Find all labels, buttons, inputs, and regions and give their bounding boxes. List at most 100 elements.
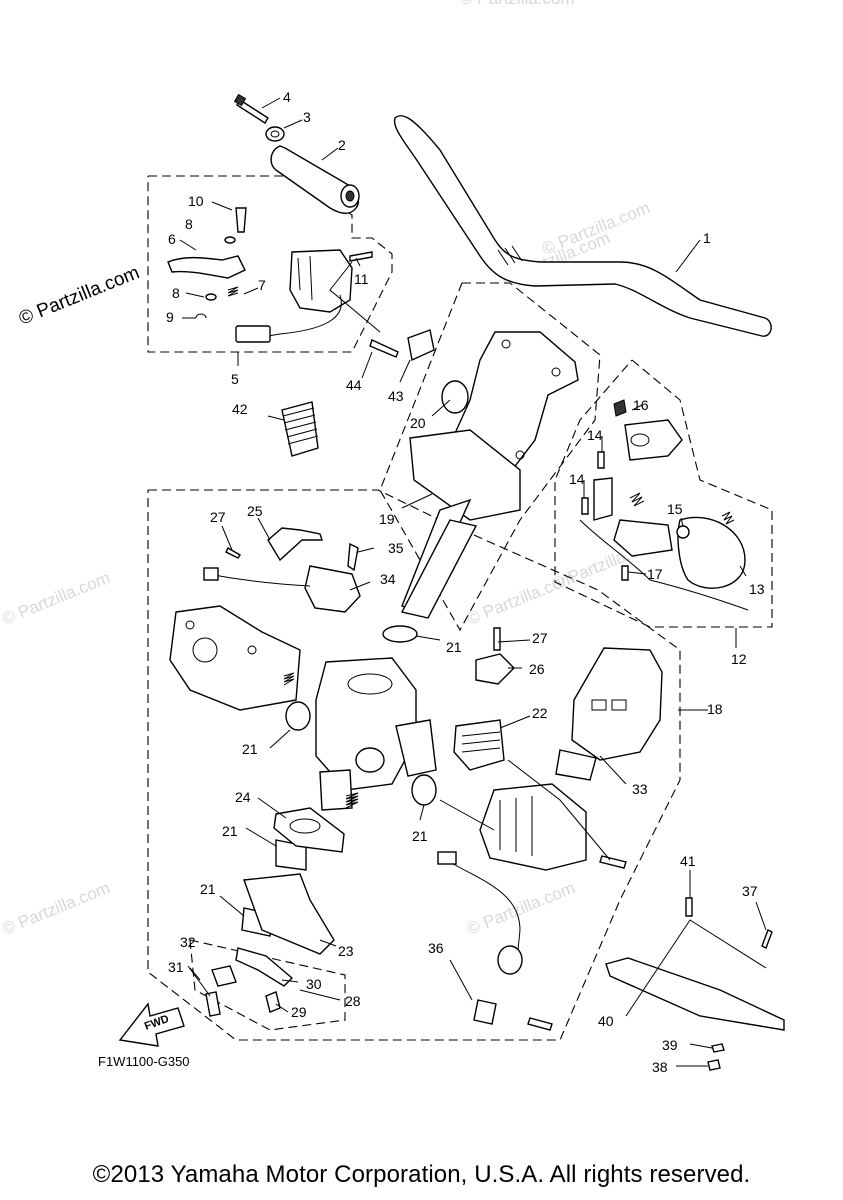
switch-connector bbox=[203, 567, 219, 581]
callouts: 1 2 3 4 5 6 7 8 8 9 10 11 12 13 14 14 15… bbox=[166, 89, 765, 1075]
callout-29: 29 bbox=[291, 1004, 307, 1020]
callout-21d: 21 bbox=[222, 823, 238, 839]
callout-9: 9 bbox=[166, 309, 174, 325]
coil-spring bbox=[281, 401, 319, 457]
lever bbox=[167, 255, 246, 279]
bolt-31 bbox=[205, 991, 221, 1017]
callout-13: 13 bbox=[749, 581, 765, 597]
grip bbox=[270, 145, 360, 214]
callout-41: 41 bbox=[680, 853, 696, 869]
pivot-bolt bbox=[235, 207, 247, 233]
callout-14a: 14 bbox=[587, 427, 603, 443]
small-spring bbox=[227, 286, 239, 297]
washer bbox=[265, 126, 285, 142]
callout-27b: 27 bbox=[532, 630, 548, 646]
callout-39: 39 bbox=[662, 1037, 678, 1053]
callout-7: 7 bbox=[258, 277, 266, 293]
clip bbox=[195, 313, 207, 319]
callout-5: 5 bbox=[231, 371, 239, 387]
callout-24: 24 bbox=[235, 789, 251, 805]
group-28-boundary bbox=[189, 939, 346, 1031]
screw-14a bbox=[597, 451, 605, 469]
diagram-code: F1W1100-G350 bbox=[98, 1054, 190, 1069]
left-housing bbox=[169, 605, 301, 711]
callout-32: 32 bbox=[180, 934, 196, 950]
watermark-text: © Partzilla.com bbox=[464, 878, 577, 939]
callout-30: 30 bbox=[306, 976, 322, 992]
callout-17: 17 bbox=[647, 566, 663, 582]
group-5-boundary bbox=[147, 175, 393, 353]
switch-assembly bbox=[579, 419, 749, 611]
callout-4: 4 bbox=[283, 89, 291, 105]
screw-17 bbox=[621, 565, 629, 581]
callout-8a: 8 bbox=[185, 216, 193, 232]
callout-28: 28 bbox=[345, 993, 361, 1009]
bushing-21c bbox=[411, 774, 437, 806]
screw-11 bbox=[349, 251, 373, 262]
callout-36: 36 bbox=[428, 940, 444, 956]
lever-wire bbox=[267, 294, 342, 337]
callout-35: 35 bbox=[388, 540, 404, 556]
arm-30 bbox=[235, 947, 294, 987]
group-18-boundary bbox=[147, 489, 681, 1041]
cover-33 bbox=[555, 647, 663, 781]
callout-31: 31 bbox=[168, 959, 184, 975]
callout-11: 11 bbox=[354, 271, 369, 287]
callout-19: 19 bbox=[379, 511, 395, 527]
grommet-15 bbox=[676, 525, 690, 539]
small-spring-left bbox=[283, 672, 295, 686]
watermark-text: © Partzilla.com bbox=[0, 568, 113, 629]
callout-21b: 21 bbox=[242, 741, 258, 757]
callout-43: 43 bbox=[388, 388, 404, 404]
callout-15: 15 bbox=[667, 501, 683, 517]
callout-2: 2 bbox=[338, 137, 346, 153]
callout-25: 25 bbox=[247, 503, 263, 519]
plate-24 bbox=[273, 807, 345, 853]
washer-8a bbox=[224, 236, 236, 244]
callout-34: 34 bbox=[380, 571, 396, 587]
bolt-lower bbox=[599, 855, 627, 869]
switch-wire bbox=[207, 573, 311, 587]
callout-20: 20 bbox=[410, 415, 426, 431]
cable-36 bbox=[449, 861, 521, 951]
copyright-notice: ©2013 Yamaha Motor Corporation, U.S.A. A… bbox=[92, 1161, 751, 1188]
callout-37: 37 bbox=[742, 883, 758, 899]
callout-12: 12 bbox=[731, 651, 747, 667]
callout-42: 42 bbox=[232, 401, 248, 417]
nut-38 bbox=[707, 1059, 721, 1071]
screw-16 bbox=[613, 399, 627, 417]
part-29 bbox=[265, 991, 281, 1013]
bolt-37 bbox=[761, 929, 773, 949]
gear-rack bbox=[319, 769, 353, 811]
switch-34 bbox=[304, 565, 361, 613]
callout-3: 3 bbox=[303, 109, 311, 125]
partzilla-watermark: © Partzilla.com bbox=[16, 262, 143, 329]
lower-housing bbox=[479, 783, 587, 871]
leader-lines bbox=[179, 97, 767, 1067]
screw-27b bbox=[493, 627, 501, 651]
clip-39 bbox=[711, 1043, 725, 1053]
callout-27a: 27 bbox=[210, 509, 226, 525]
group-12-boundary bbox=[554, 359, 773, 628]
lever-connector bbox=[235, 325, 271, 343]
bolt-44 bbox=[369, 339, 399, 358]
callout-26: 26 bbox=[529, 661, 545, 677]
callout-1: 1 bbox=[703, 230, 711, 246]
handlebar bbox=[393, 115, 772, 337]
bushing-21a bbox=[382, 625, 418, 643]
callout-33: 33 bbox=[632, 781, 648, 797]
screw-35 bbox=[347, 542, 359, 572]
bushing-21b bbox=[285, 701, 311, 731]
cable-end bbox=[473, 945, 553, 1031]
screw-14b bbox=[581, 497, 589, 515]
part-32 bbox=[211, 965, 237, 987]
steering-shaft bbox=[400, 519, 478, 619]
bolt-41 bbox=[685, 897, 693, 917]
gear-housing bbox=[315, 657, 437, 791]
callout-21a: 21 bbox=[446, 639, 462, 655]
fwd-arrow: FWD bbox=[118, 1002, 185, 1047]
callout-14b: 14 bbox=[569, 471, 585, 487]
bolt bbox=[233, 93, 269, 124]
cable-connector bbox=[437, 851, 457, 865]
